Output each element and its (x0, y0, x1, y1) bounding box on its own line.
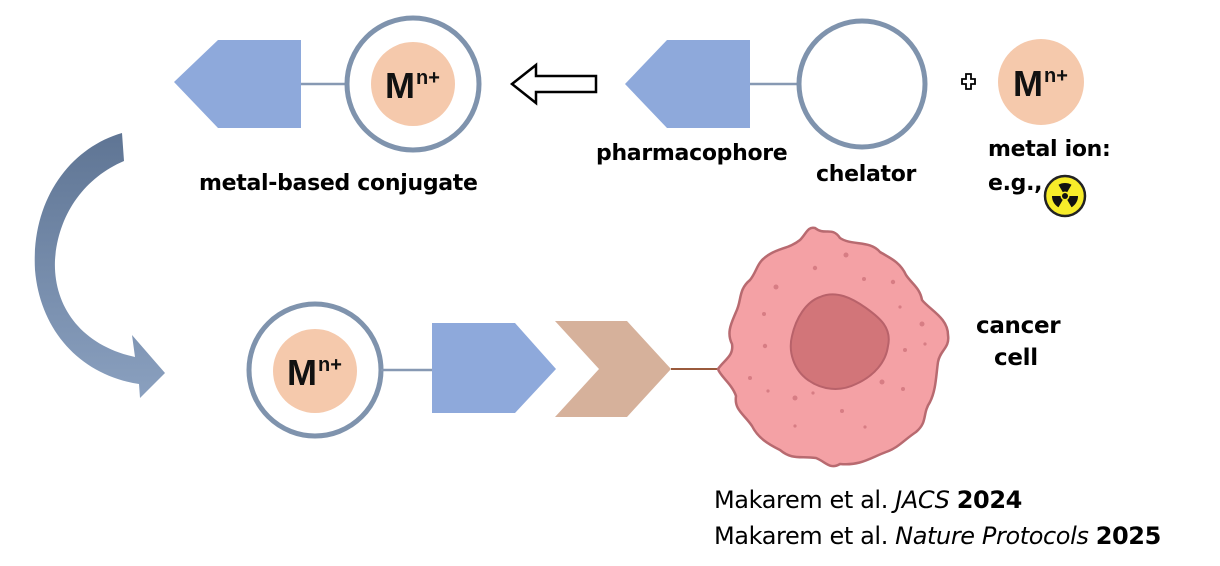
target-ligand-chevron (555, 321, 671, 417)
bound-conjugate-group (246, 301, 720, 439)
reference-1-journal: JACS (895, 486, 950, 514)
bound-metal-ion (273, 329, 357, 413)
metal-ion-label: metal ion: (988, 137, 1111, 162)
bound-metal-ion-label: Mn+ (287, 352, 342, 393)
reference-1: Makarem et al. JACS 2024 (714, 486, 1022, 514)
plus-icon (961, 73, 976, 90)
conjugate-pharmacophore-shape (174, 40, 301, 128)
metal-based-conjugate-label: metal-based conjugate (199, 171, 478, 196)
bound-pharmacophore-shape (432, 323, 556, 413)
precursor-group (625, 18, 928, 150)
chelator-label: chelator (816, 162, 917, 187)
reference-2-journal: Nature Protocols (895, 522, 1089, 550)
conjugate-metal-ion-label: Mn+ (385, 65, 440, 106)
radiation-hazard-icon (1043, 174, 1087, 218)
reference-1-authors: Makarem et al. (714, 486, 888, 514)
cytoplasm-dots (748, 252, 927, 429)
cell-label: cell (994, 345, 1038, 371)
reaction-arrow-icon (509, 62, 598, 106)
reference-2-year: 2025 (1095, 522, 1162, 550)
free-metal-ion-label: Mn+ (1013, 63, 1068, 104)
pharmacophore-label: pharmacophore (596, 141, 788, 166)
cancer-cell-nucleus (789, 293, 890, 390)
free-metal-ion (998, 39, 1084, 125)
cancer-cell-illustration (716, 226, 950, 468)
conjugate-metal-ion (371, 42, 455, 126)
reference-2-authors: Makarem et al. (714, 522, 888, 550)
example-prefix-label: e.g., (988, 171, 1043, 196)
pharmacophore-shape (625, 40, 750, 128)
curved-flow-arrow-icon (34, 133, 165, 398)
reference-1-year: 2024 (956, 486, 1023, 514)
reference-2: Makarem et al. Nature Protocols 2025 (714, 522, 1161, 550)
cancer-label: cancer (976, 313, 1061, 339)
conjugate-group (174, 15, 482, 153)
empty-chelator-ring (796, 18, 928, 150)
